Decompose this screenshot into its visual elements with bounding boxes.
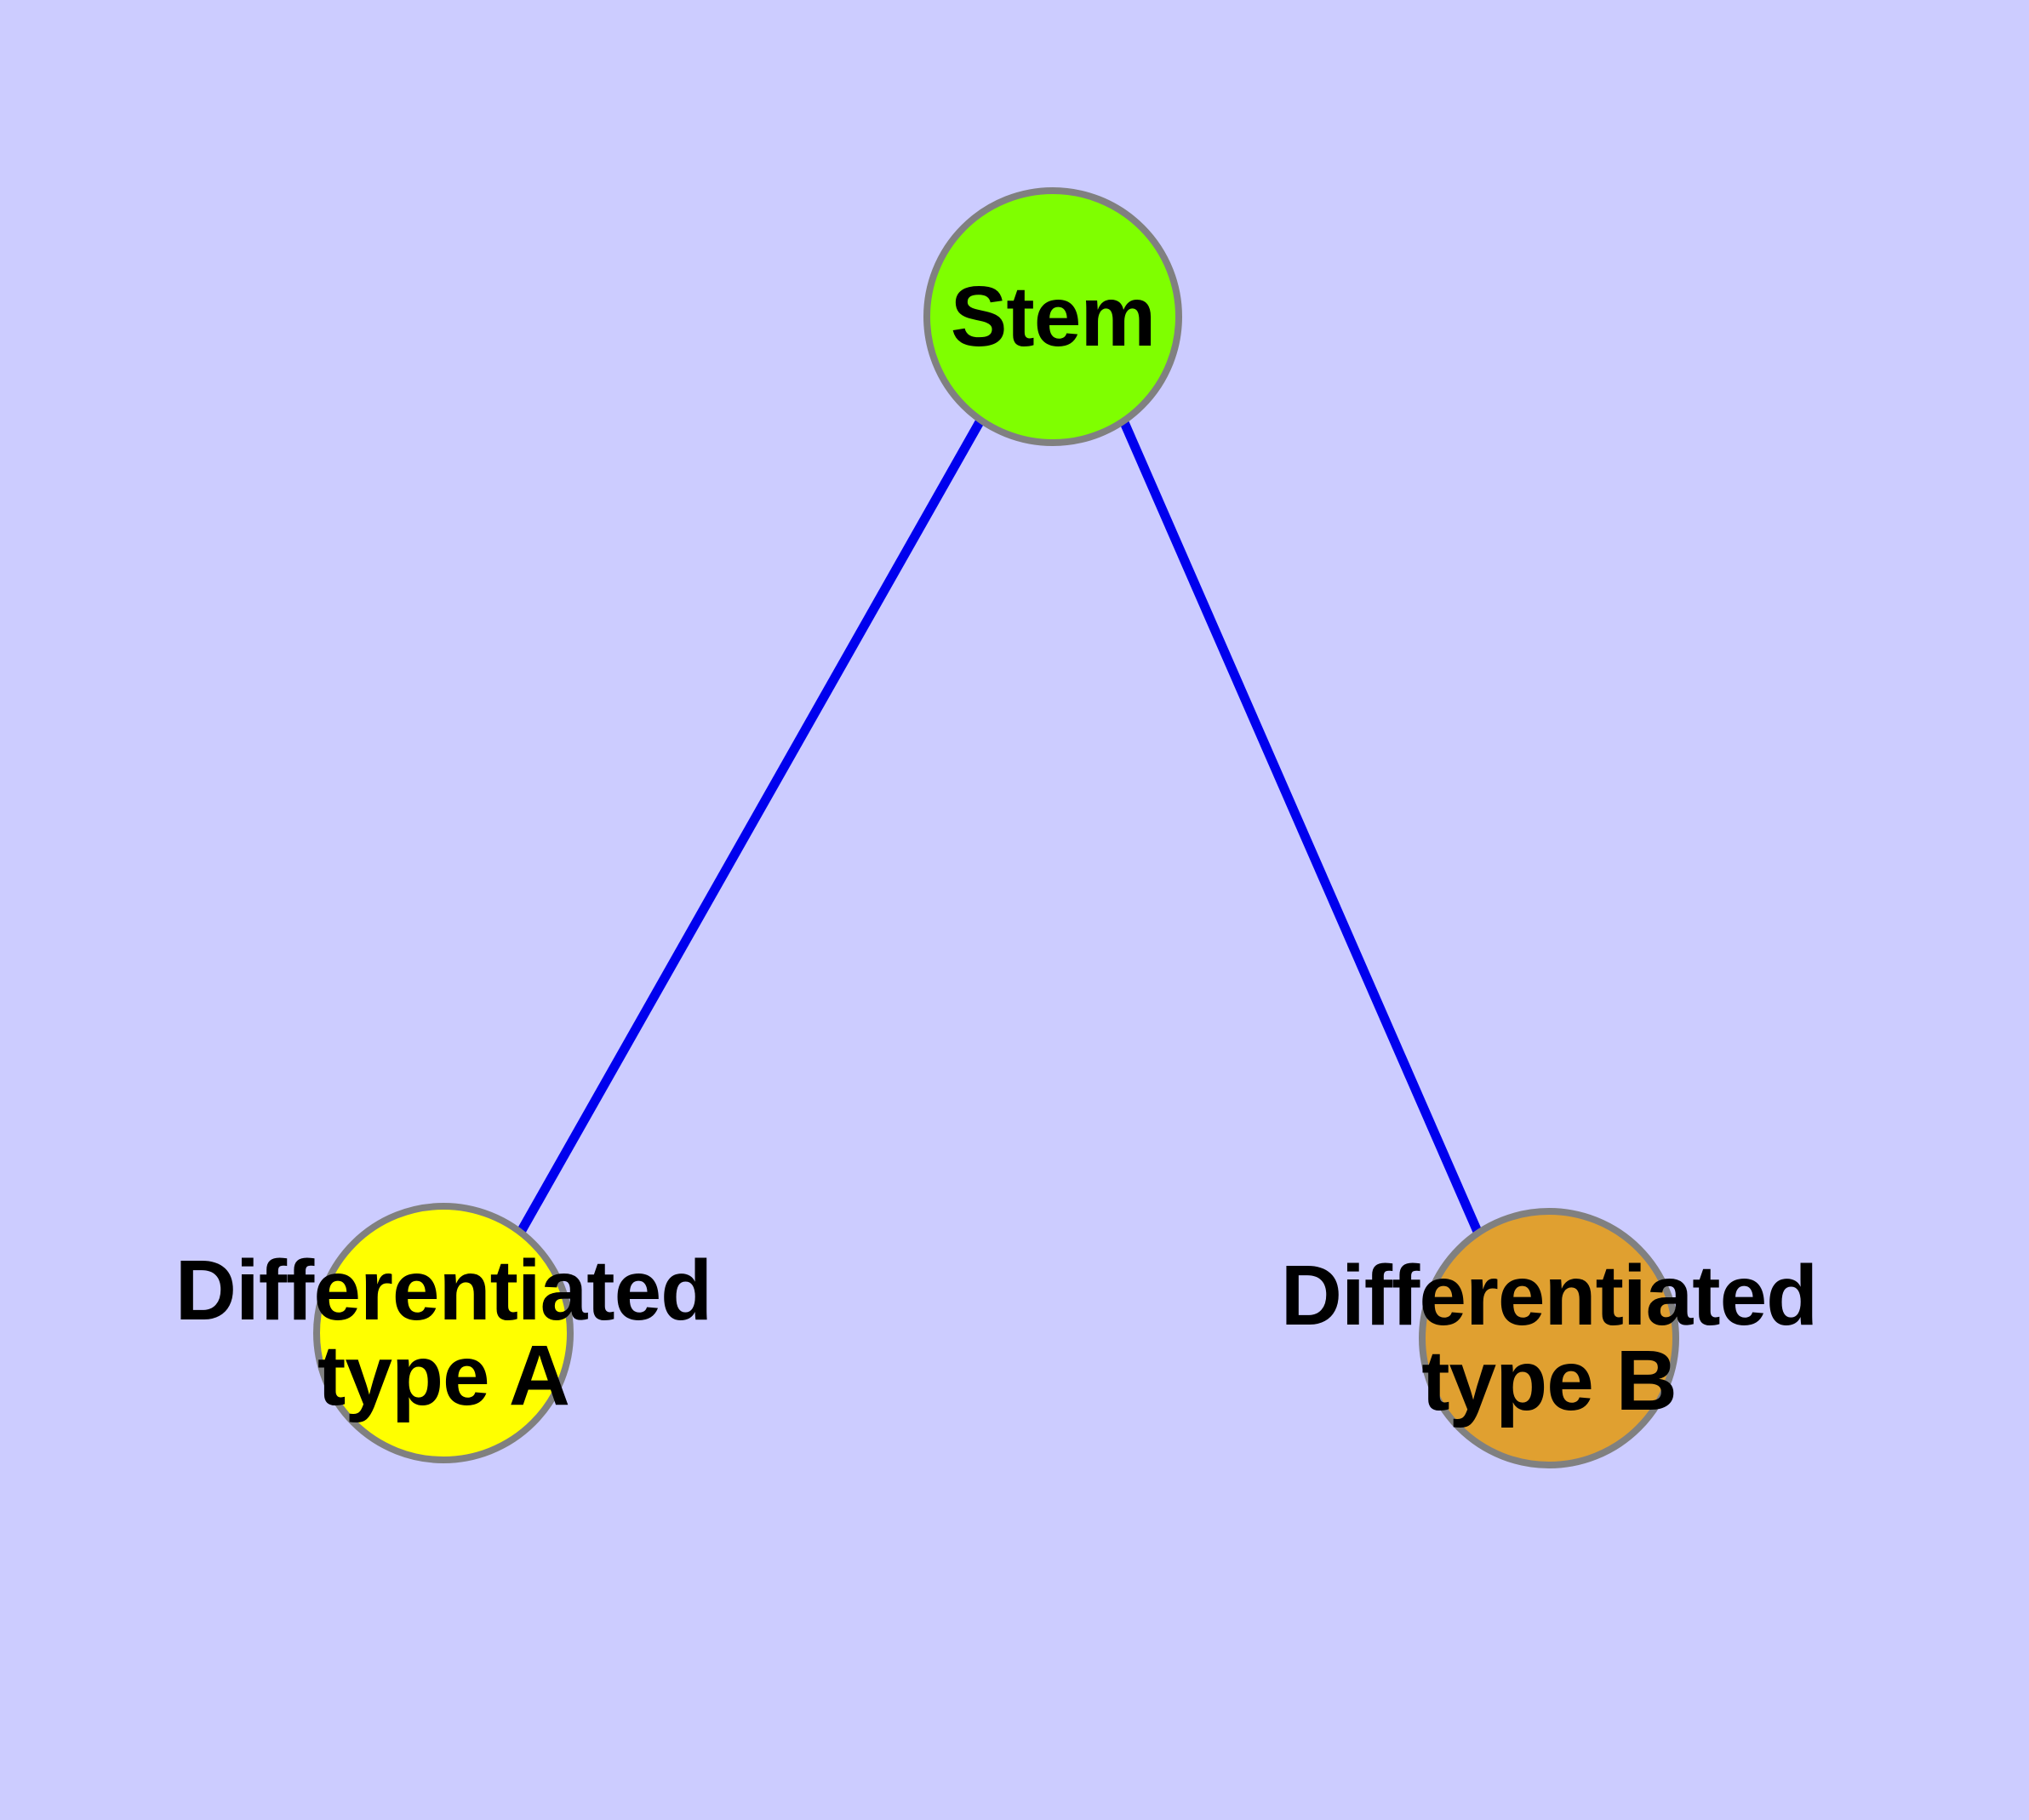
node-layer [313,187,1679,1468]
graph-node-stem[interactable] [923,187,1182,446]
graph-node-diff_a[interactable] [313,1203,574,1463]
graph-node-diff_b[interactable] [1419,1208,1679,1468]
graph-edge-stem-diff_a [517,418,985,1234]
edge-layer [517,418,1483,1236]
graph-edge-stem-diff_b [1118,418,1483,1236]
